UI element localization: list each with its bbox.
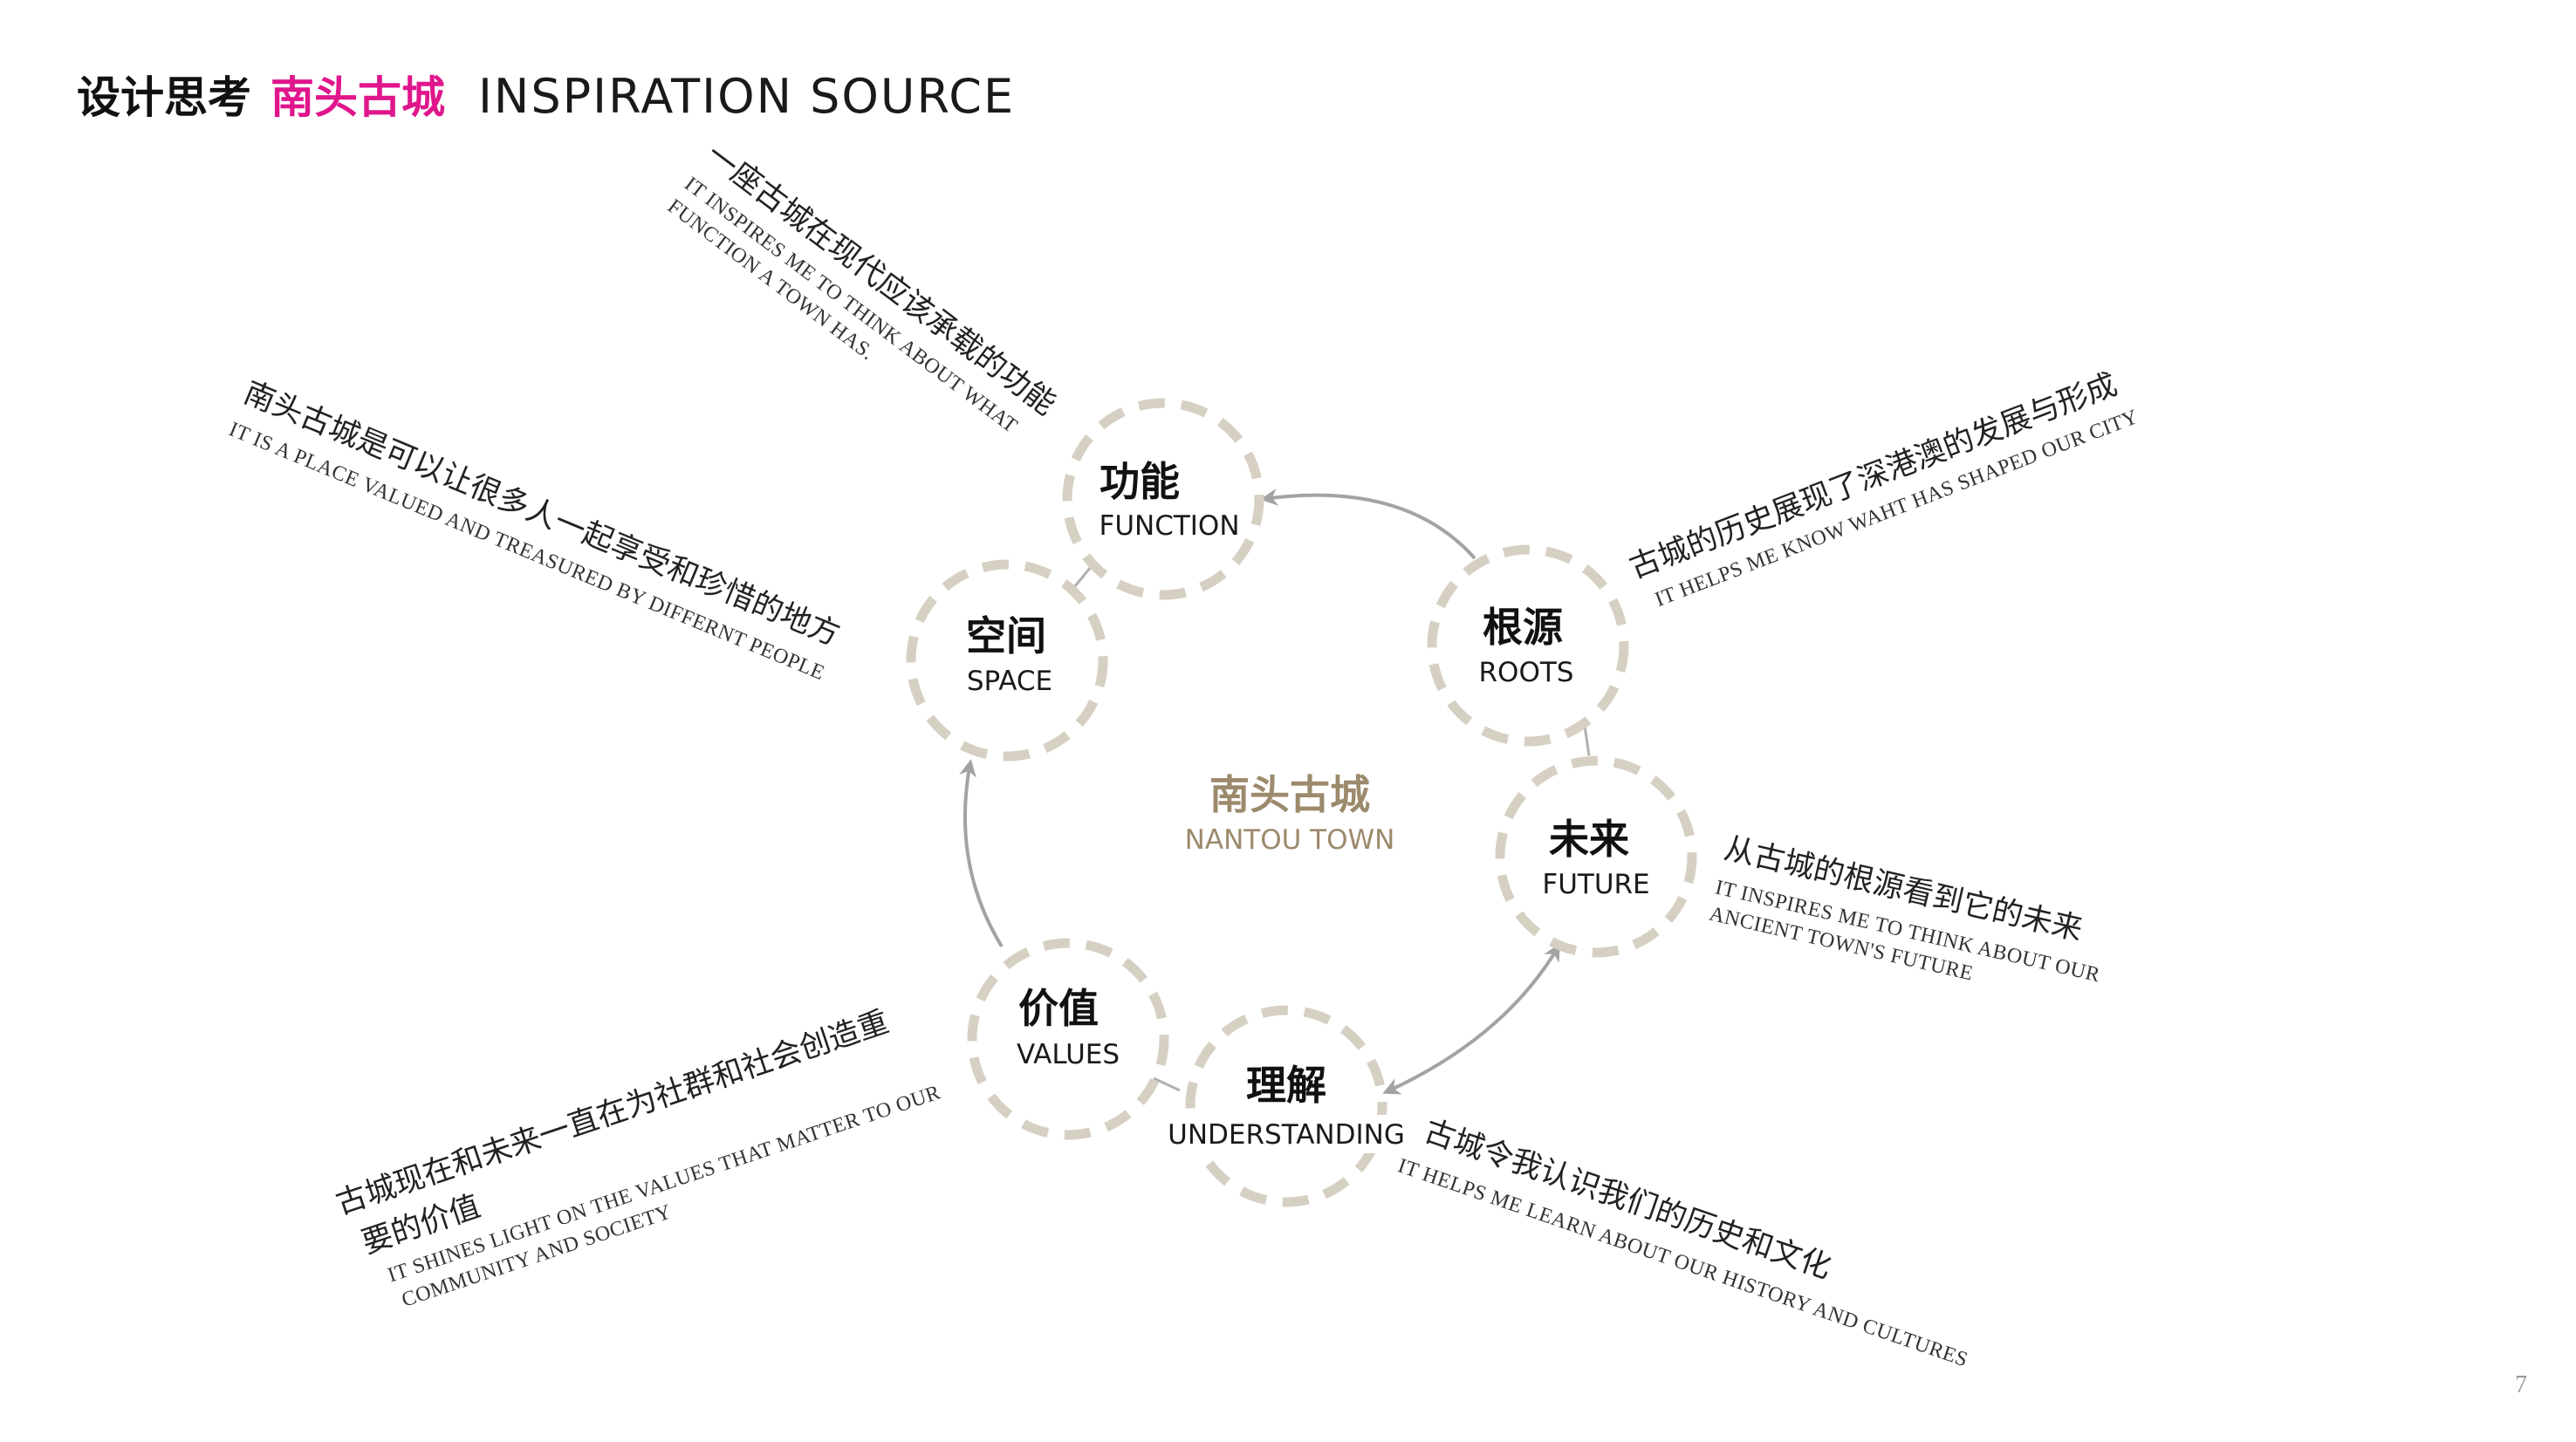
page-title: 设计思考 南头古城 INSPIRATION SOURCE [77, 63, 1015, 141]
ring-future [1495, 755, 1697, 958]
node-roots-en: ROOTS [1479, 657, 1574, 688]
node-function-en: FUNCTION [1099, 510, 1239, 542]
caption-roots: 古城的历史展现了深港澳的发展与形成 IT HELPS ME KNOW WAHT … [1625, 367, 2141, 612]
node-roots-zh: 根源 [1483, 604, 1563, 651]
node-roots: 根源 ROOTS [1427, 544, 1629, 747]
connector-function-space [1073, 566, 1093, 587]
caption-function-en-line1: IT INSPIRES ME TO THINK ABOUT WHAT [680, 173, 1021, 438]
center-title-en: NANTOU TOWN [1185, 824, 1395, 856]
caption-space-zh: 南头古城是可以让很多人一起享受和珍惜的地方 [239, 375, 845, 653]
title-prefix: 设计思考 [77, 72, 251, 123]
node-understanding: 理解 UNDERSTANDING [1168, 1005, 1407, 1207]
page-number: 7 [2515, 1371, 2527, 1398]
node-function-zh: 功能 [1100, 458, 1180, 505]
node-values-en: VALUES [1017, 1039, 1120, 1070]
ring-values [967, 938, 1169, 1140]
arrow-roots-to-function [1260, 488, 1476, 560]
caption-roots-en: IT HELPS ME KNOW WAHT HAS SHAPED OUR CIT… [1652, 406, 2141, 612]
caption-space-en: IT IS A PLACE VALUED AND TREASURED BY DI… [226, 418, 828, 685]
node-future: 未来 FUTURE [1495, 755, 1697, 958]
caption-understanding-en: IT HELPS ME LEARN ABOUT OUR HISTORY AND … [1395, 1154, 1971, 1371]
connector-roots-future [1583, 725, 1591, 756]
title-english: INSPIRATION SOURCE [478, 69, 1016, 124]
title-highlight: 南头古城 [271, 72, 445, 123]
ring-understanding [1185, 1005, 1387, 1207]
caption-understanding: 古城令我认识我们的历史和文化 IT HELPS ME LEARN ABOUT O… [1395, 1114, 1971, 1372]
arrow-values-to-space [959, 759, 1004, 948]
caption-space: 南头古城是可以让很多人一起享受和珍惜的地方 IT IS A PLACE VALU… [226, 375, 845, 685]
node-space: 空间 SPACE [906, 559, 1108, 762]
node-space-en: SPACE [967, 666, 1052, 697]
ring-space [906, 559, 1108, 762]
node-space-zh: 空间 [966, 612, 1046, 659]
ring-function [1062, 398, 1264, 600]
caption-function-en-line2: FUNCTION A TOWN HAS. [663, 195, 879, 366]
node-values-zh: 价值 [1018, 985, 1099, 1032]
node-understanding-zh: 理解 [1246, 1062, 1326, 1109]
node-values: 价值 VALUES [967, 938, 1169, 1140]
caption-future: 从古城的根源看到它的未来 IT INSPIRES ME TO THINK ABO… [1707, 831, 2102, 988]
arrow-future-understanding [1382, 943, 1561, 1095]
center-label: 南头古城 NANTOU TOWN [1185, 771, 1395, 856]
center-title-zh: 南头古城 [1209, 771, 1370, 818]
node-function: 功能 FUNCTION [1062, 398, 1264, 600]
node-future-en: FUTURE [1542, 869, 1649, 900]
ring-roots [1427, 544, 1629, 747]
caption-function: 一座古城在现代应该承载的功能 IT INSPIRES ME TO THINK A… [663, 137, 1062, 438]
caption-values: 古城现在和未来一直在为社群和社会创造重 要的价值 IT SHINES LIGHT… [332, 1005, 943, 1312]
connector-values-understanding [1153, 1076, 1181, 1092]
understanding-label-backing [1169, 1115, 1407, 1153]
caption-roots-zh: 古城的历史展现了深港澳的发展与形成 [1625, 367, 2122, 586]
node-future-zh: 未来 [1549, 816, 1629, 863]
node-understanding-en: UNDERSTANDING [1168, 1119, 1405, 1151]
